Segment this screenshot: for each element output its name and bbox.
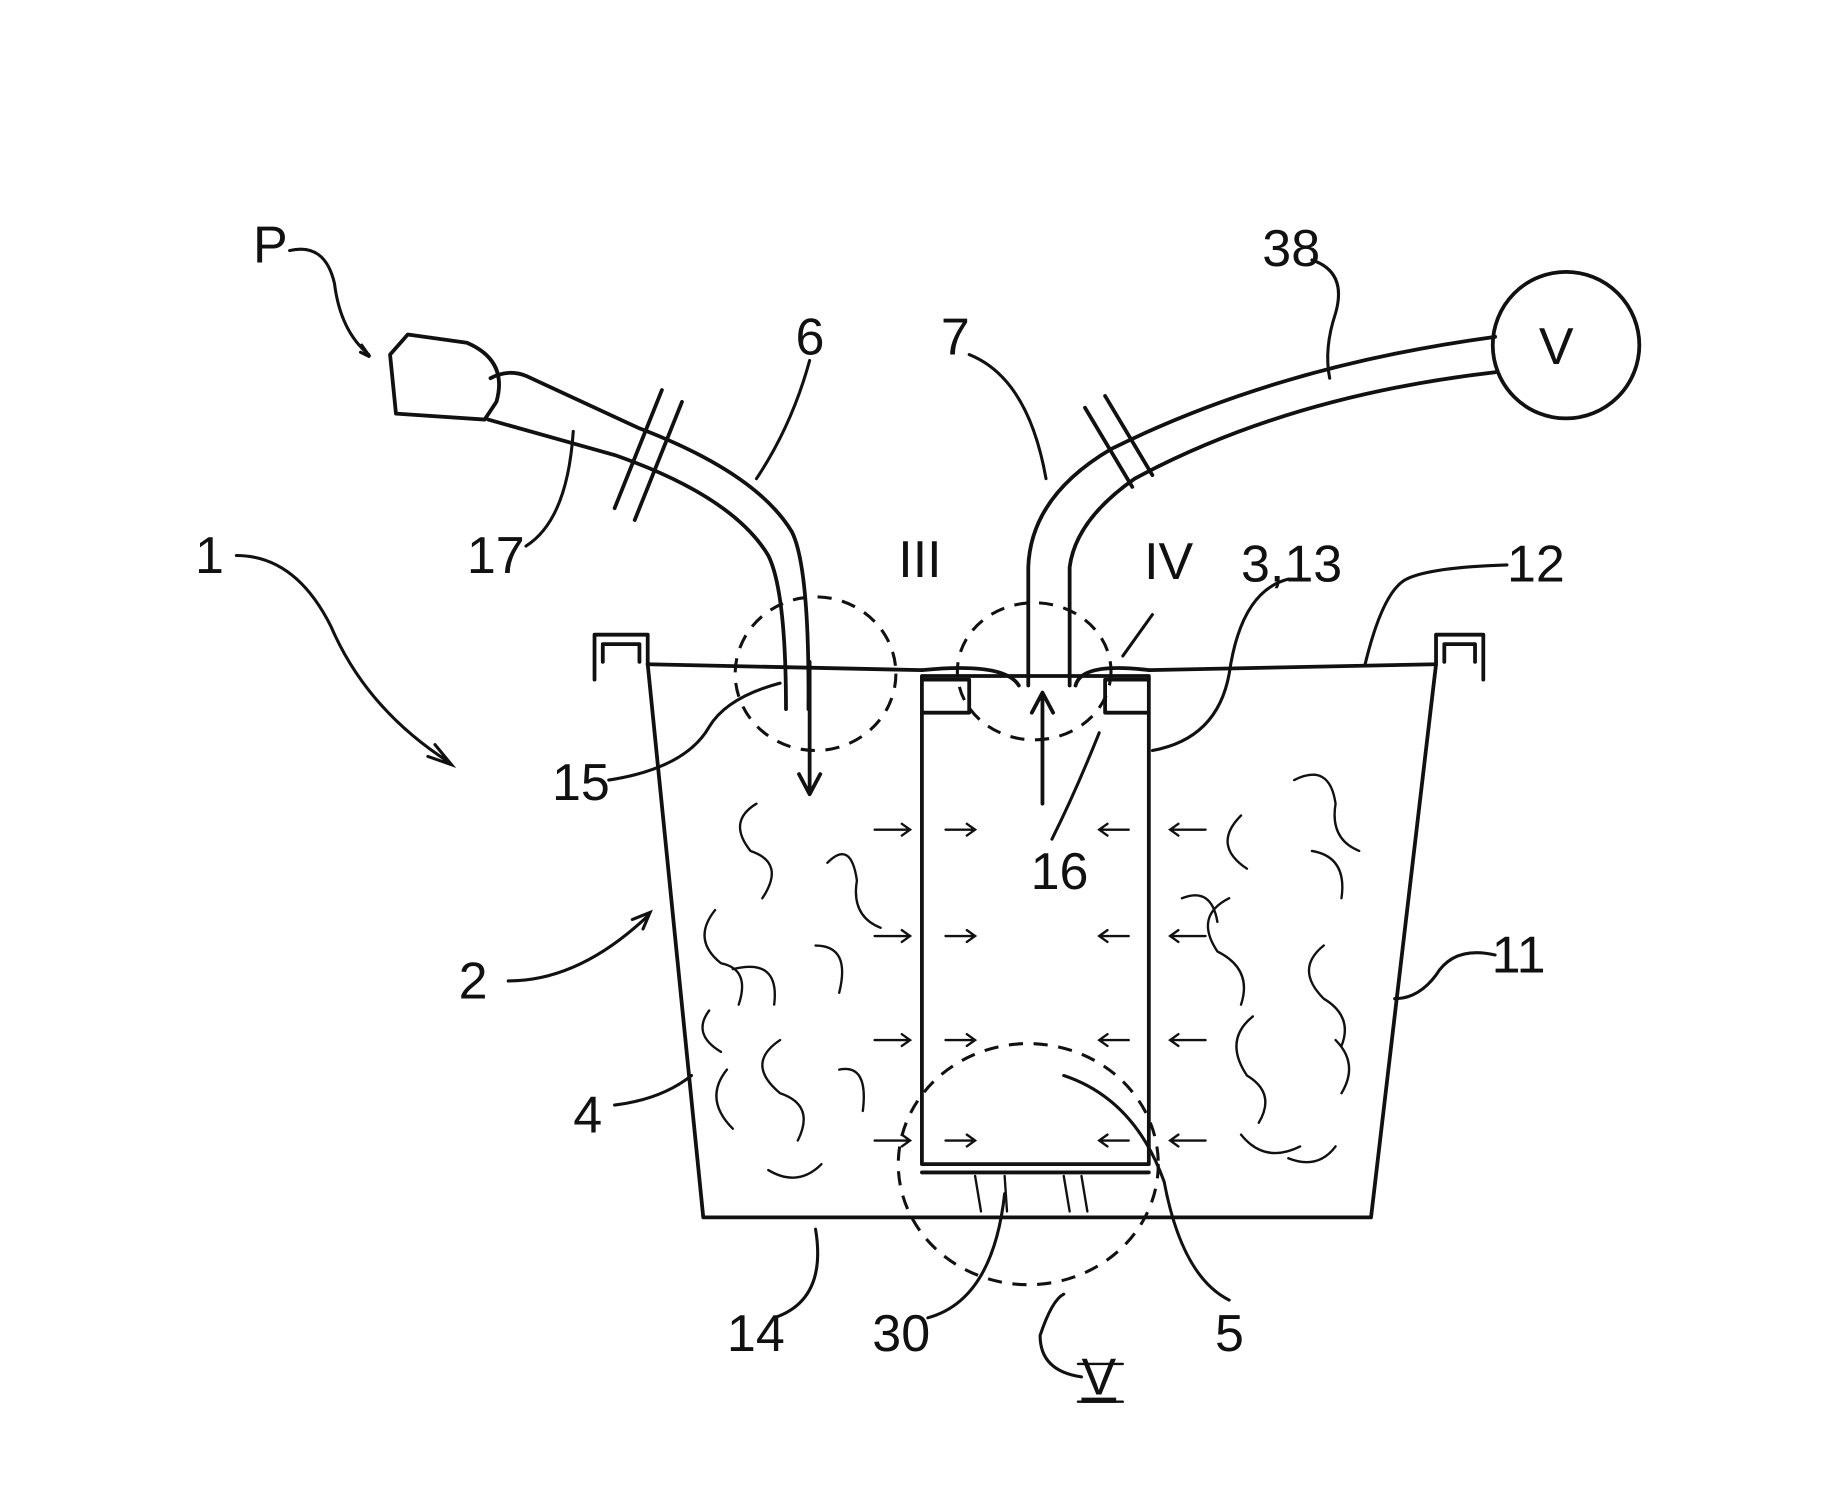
label-III: III: [898, 531, 941, 589]
label-3-13: 3,13: [1241, 535, 1342, 593]
label-11: 11: [1492, 927, 1546, 985]
container-11: [592, 632, 1486, 1220]
reference-labels: P 6 7 38 V 17 1 III IV 3,13 12 15 16 2 1…: [195, 216, 1574, 1406]
label-V-device: V: [1539, 318, 1574, 376]
label-IV: IV: [1144, 533, 1193, 591]
label-1: 1: [195, 527, 224, 585]
filter-5: [920, 666, 1151, 1213]
label-38: 38: [1262, 220, 1320, 278]
vacuum-device-circle: [1490, 269, 1642, 421]
label-V-detail: V: [1081, 1349, 1116, 1407]
label-30: 30: [872, 1305, 930, 1363]
fibrous-material-4: [701, 773, 1361, 1179]
flow-arrows: [873, 822, 1207, 1148]
label-4: 4: [573, 1086, 602, 1144]
pipe-7-hose-38: [1026, 269, 1642, 806]
label-17: 17: [467, 527, 525, 585]
pump-hose-17: [388, 332, 823, 797]
label-2: 2: [459, 953, 488, 1011]
detail-circle-IV: [955, 601, 1113, 742]
label-5: 5: [1215, 1305, 1244, 1363]
label-6: 6: [795, 309, 824, 367]
label-7: 7: [941, 309, 970, 367]
roman-numeral-bars: [1076, 1362, 1125, 1403]
label-14: 14: [727, 1305, 785, 1363]
label-12: 12: [1507, 535, 1565, 593]
detail-circle-III: [733, 595, 898, 753]
label-16: 16: [1031, 843, 1089, 901]
leader-lines: [234, 247, 1509, 1379]
label-15: 15: [552, 754, 610, 812]
label-P: P: [253, 216, 288, 274]
